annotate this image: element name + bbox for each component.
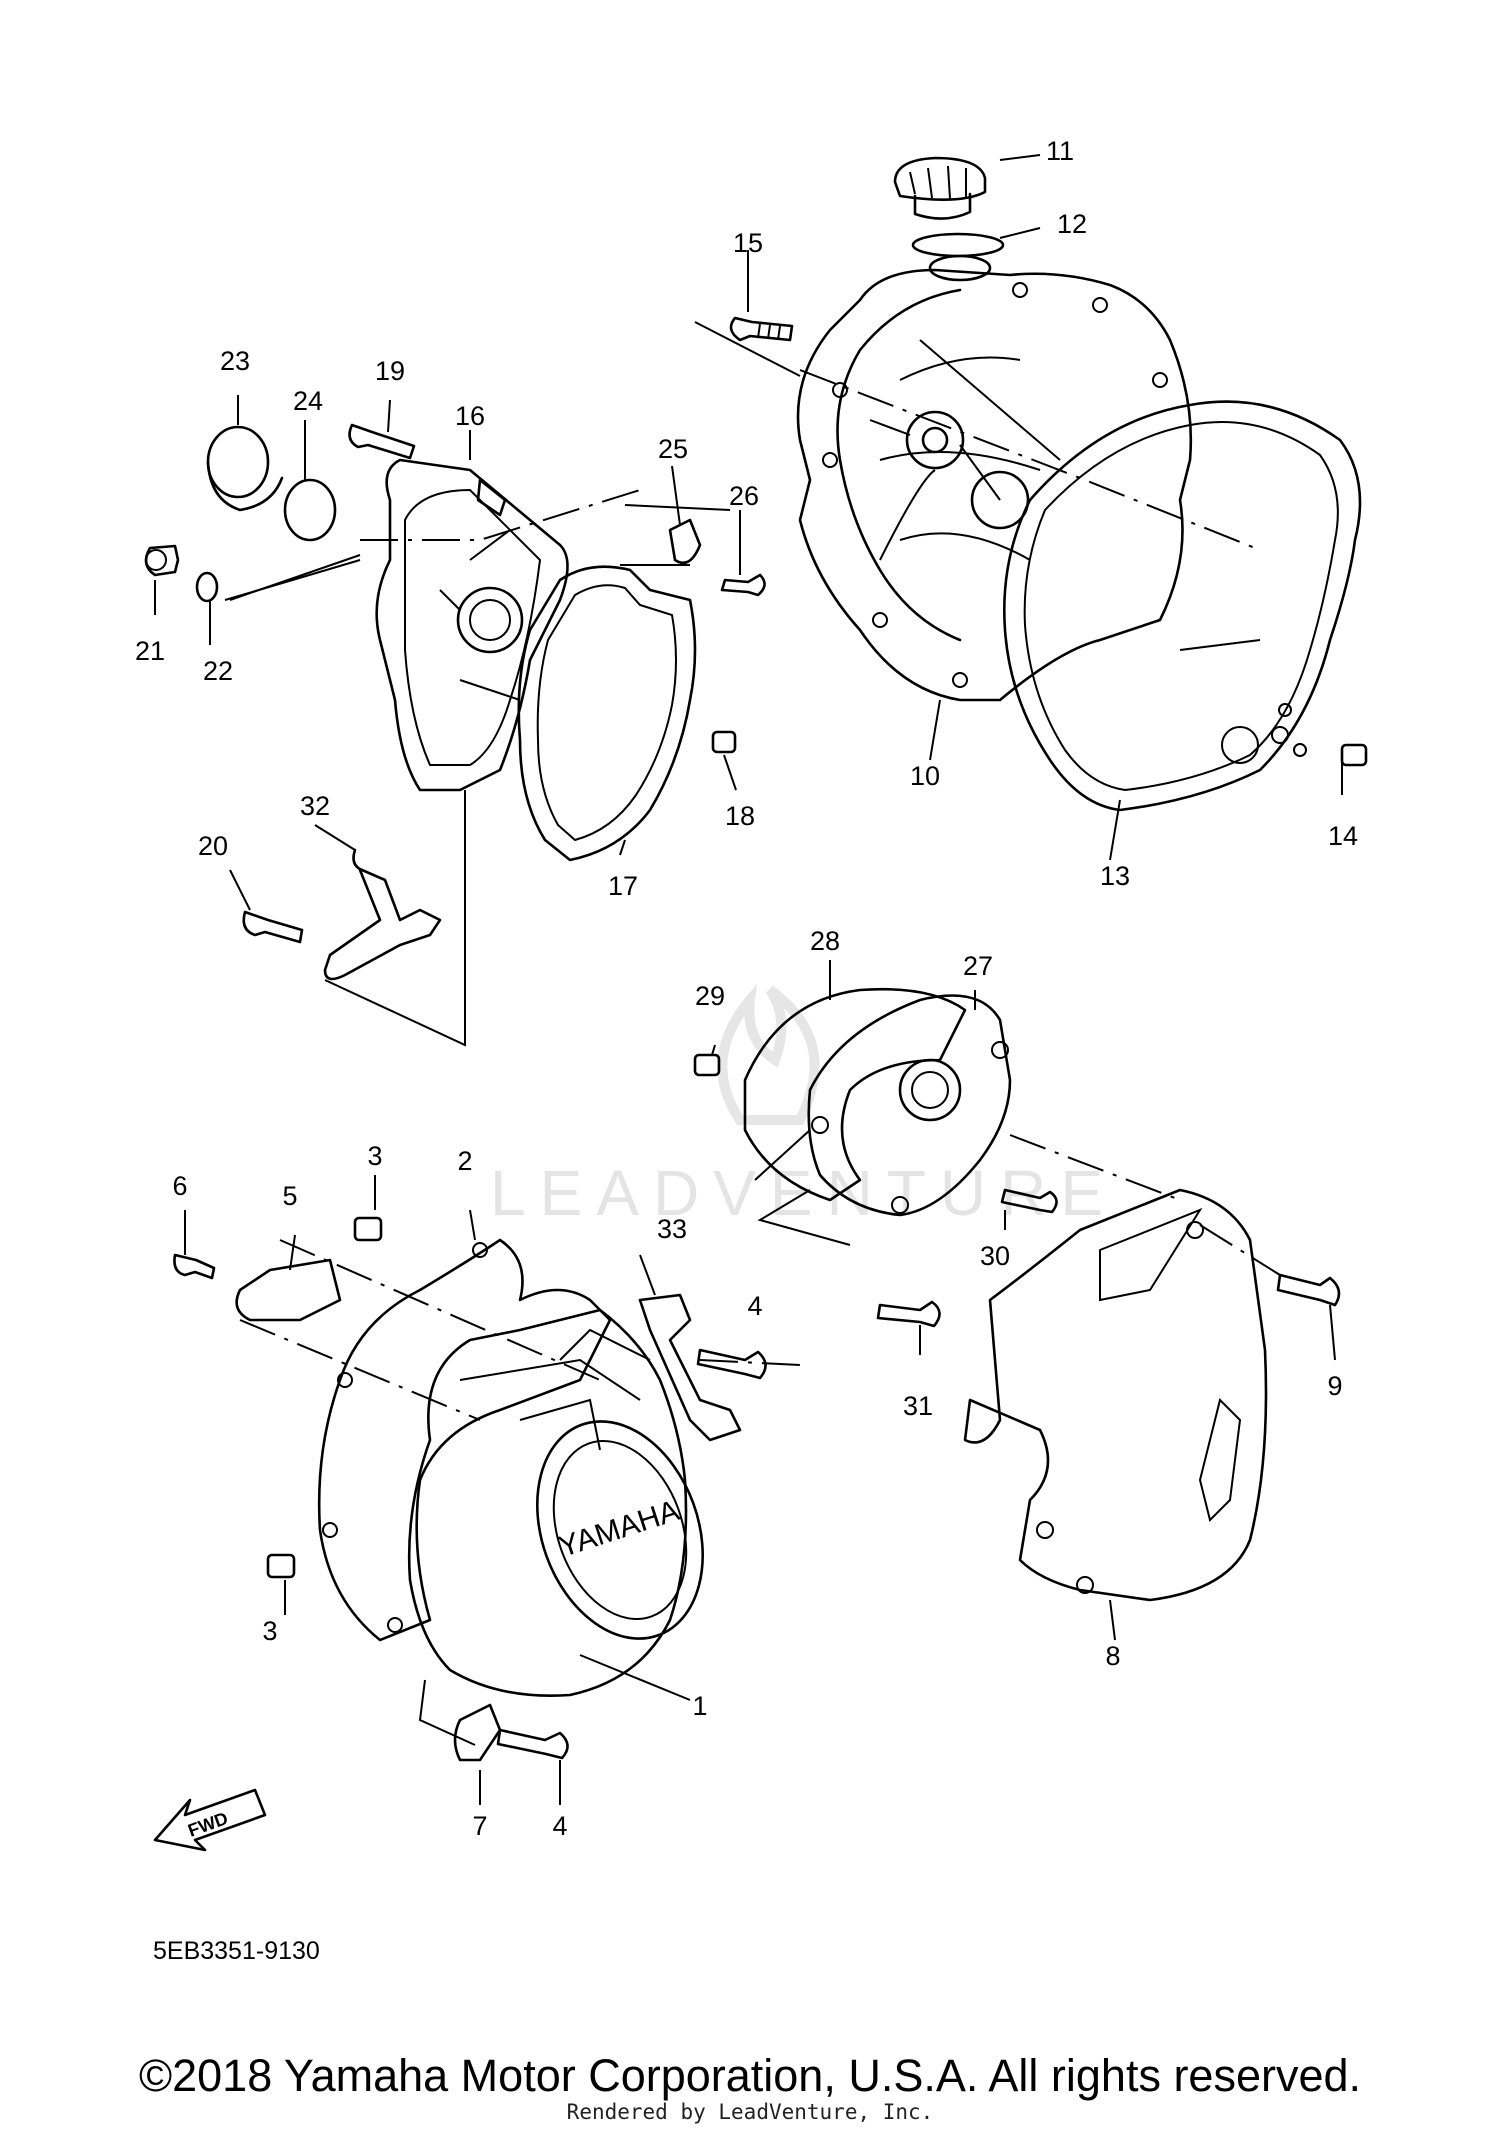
callout-3: 3	[367, 1141, 382, 1171]
callout-23: 23	[220, 346, 250, 376]
crankcase-cover-bolt[interactable]	[348, 423, 416, 460]
generator-cover-gasket[interactable]	[317, 1238, 612, 1642]
callout-3: 3	[262, 1616, 277, 1646]
forward-arrow-icon: FWD	[153, 1788, 267, 1852]
plate-bolt[interactable]	[242, 910, 304, 944]
callout-15: 15	[733, 228, 763, 258]
callout-29: 29	[695, 981, 725, 1011]
hose-clamp[interactable]	[453, 1703, 502, 1762]
sprocket-cover-bolt[interactable]	[1276, 1273, 1341, 1307]
copyright-notice: ©2018 Yamaha Motor Corporation, U.S.A. A…	[138, 2050, 1362, 2101]
callout-28: 28	[810, 926, 840, 956]
callout-17: 17	[608, 871, 638, 901]
callout-6: 6	[172, 1171, 187, 1201]
leader-lines	[154, 154, 1343, 1805]
callout-18: 18	[725, 801, 755, 831]
callout-31: 31	[903, 1391, 933, 1421]
callout-19: 19	[375, 356, 405, 386]
callout-1: 1	[692, 1691, 707, 1721]
callout-7: 7	[472, 1811, 487, 1841]
rendered-by-notice: Rendered by LeadVenture, Inc.	[566, 2100, 934, 2124]
alignment-axis-lines	[239, 369, 1281, 1421]
callout-2: 2	[457, 1146, 472, 1176]
callout-12: 12	[1057, 209, 1087, 239]
callout-26: 26	[729, 481, 759, 511]
callout-13: 13	[1100, 861, 1130, 891]
clamp-bolt[interactable]	[720, 573, 766, 597]
pickup-cover-bolt[interactable]	[1000, 1188, 1058, 1214]
callout-24: 24	[293, 386, 323, 416]
callout-10: 10	[910, 761, 940, 791]
cover-bolt[interactable]	[696, 1348, 767, 1380]
watermark-flame-icon	[717, 983, 820, 1125]
callout-27: 27	[963, 951, 993, 981]
clutch-cover-gasket[interactable]	[1003, 400, 1362, 812]
bracket[interactable]	[638, 1293, 742, 1442]
washer[interactable]	[195, 571, 219, 603]
clutch-cover[interactable]	[796, 254, 1193, 702]
guide-plate[interactable]	[323, 848, 442, 981]
callout-numbers: 1 2 3 3 4 4 5 6 7 8 9 10 11 12 13 14 15 …	[135, 136, 1358, 1841]
crankcase-cover-gasket[interactable]	[517, 565, 697, 862]
callout-11: 11	[1046, 136, 1074, 166]
watermark: LEADVENTURE	[490, 1157, 1117, 1229]
callout-16: 16	[455, 401, 485, 431]
callout-9: 9	[1327, 1371, 1342, 1401]
callout-33: 33	[657, 1214, 687, 1244]
callout-4: 4	[552, 1811, 567, 1841]
dowel-pin[interactable]	[1340, 743, 1368, 767]
callout-4: 4	[747, 1291, 762, 1321]
check-bolt[interactable]	[144, 544, 180, 577]
crankcase-cover[interactable]	[375, 458, 569, 792]
plug[interactable]	[206, 425, 284, 512]
diagram-code: 5EB3351-9130	[153, 1937, 320, 1965]
callout-8: 8	[1105, 1641, 1120, 1671]
lead-clamp[interactable]	[235, 1258, 342, 1322]
yamaha-logo: YAMAHA	[555, 1494, 684, 1564]
callout-21: 21	[135, 636, 165, 666]
callout-14: 14	[1328, 821, 1358, 851]
o-ring[interactable]	[283, 478, 337, 542]
o-ring[interactable]	[911, 232, 1005, 258]
callout-30: 30	[980, 1241, 1010, 1271]
oil-filler-cap[interactable]	[893, 156, 987, 220]
sprocket-cover[interactable]	[963, 1188, 1268, 1602]
callout-32: 32	[300, 791, 330, 821]
dowel-pin[interactable]	[266, 1553, 296, 1579]
pickup-cover-bolt-long[interactable]	[876, 1300, 941, 1328]
cover-bolt[interactable]	[496, 1728, 569, 1760]
callout-25: 25	[658, 434, 688, 464]
clamp-screw[interactable]	[173, 1253, 216, 1280]
dowel-pin[interactable]	[711, 730, 737, 754]
callout-20: 20	[198, 831, 228, 861]
clutch-cover-bolt[interactable]	[729, 316, 794, 342]
pickup-coil-cover[interactable]	[807, 994, 1012, 1217]
clamp[interactable]	[668, 518, 702, 565]
callout-5: 5	[282, 1181, 297, 1211]
dowel-pin[interactable]	[693, 1053, 721, 1077]
callout-22: 22	[203, 656, 233, 686]
dowel-pin[interactable]	[353, 1216, 383, 1242]
